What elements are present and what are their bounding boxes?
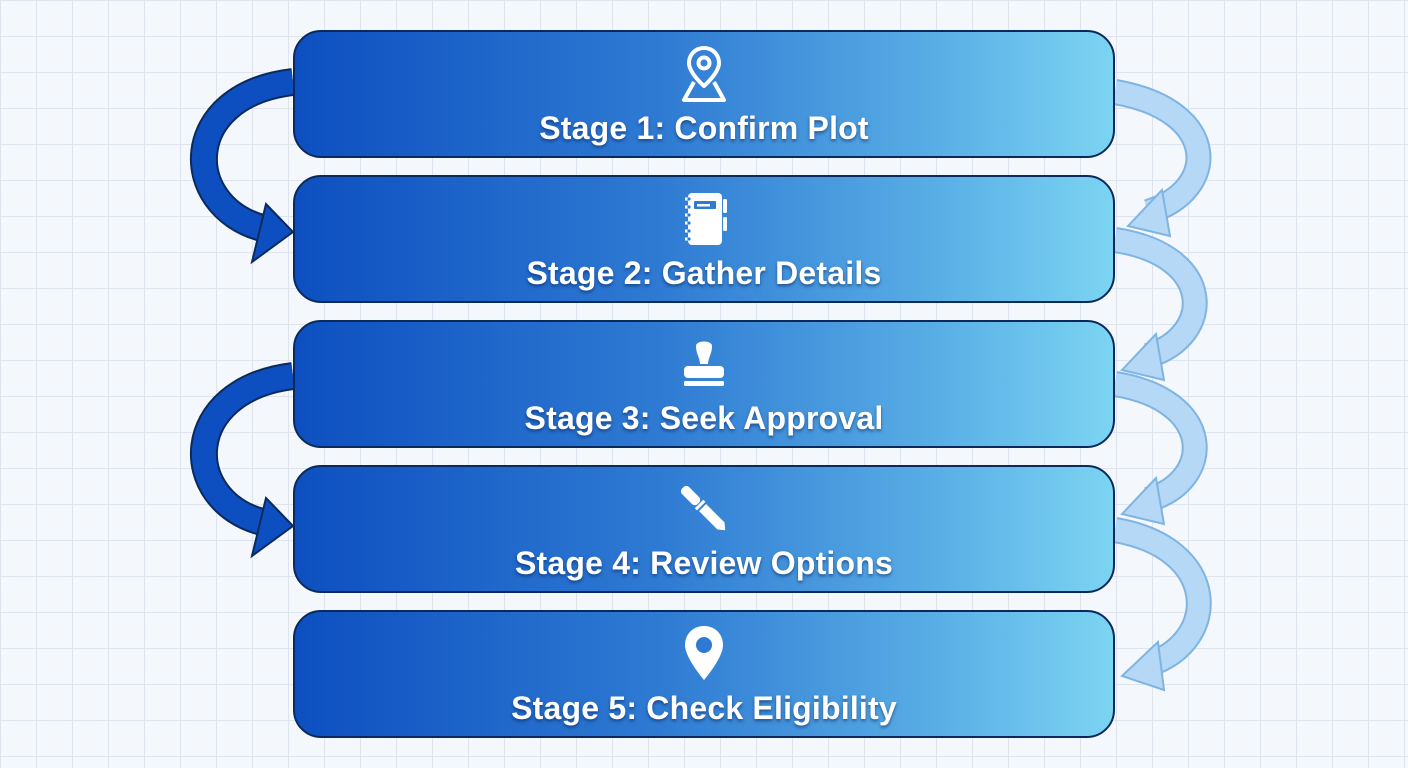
- stamp-icon: [672, 332, 736, 396]
- stage-5-label: Stage 5: Check Eligibility: [511, 690, 897, 726]
- stage-3-box: Stage 3: Seek Approval: [293, 320, 1115, 448]
- location-pin-icon: [672, 622, 736, 686]
- right-arrow-1: [1112, 79, 1212, 238]
- right-arrow-4: [1112, 517, 1212, 692]
- left-arrow-1: [189, 68, 296, 265]
- stage-3-label: Stage 3: Seek Approval: [524, 400, 884, 436]
- notebook-icon: [672, 187, 736, 251]
- right-arrow-3: [1112, 371, 1208, 526]
- right-arrow-2: [1112, 227, 1208, 382]
- stage-5-box: Stage 5: Check Eligibility: [293, 610, 1115, 738]
- map-pin-icon: [672, 42, 736, 106]
- stage-2-box: Stage 2: Gather Details: [293, 175, 1115, 303]
- left-arrow-2: [189, 362, 296, 559]
- stage-1-label: Stage 1: Confirm Plot: [539, 110, 869, 146]
- stage-4-box: Stage 4: Review Options: [293, 465, 1115, 593]
- stage-4-label: Stage 4: Review Options: [514, 545, 894, 581]
- stage-2-label: Stage 2: Gather Details: [526, 255, 882, 291]
- stage-1-box: Stage 1: Confirm Plot: [293, 30, 1115, 158]
- chisel-icon: [672, 477, 736, 541]
